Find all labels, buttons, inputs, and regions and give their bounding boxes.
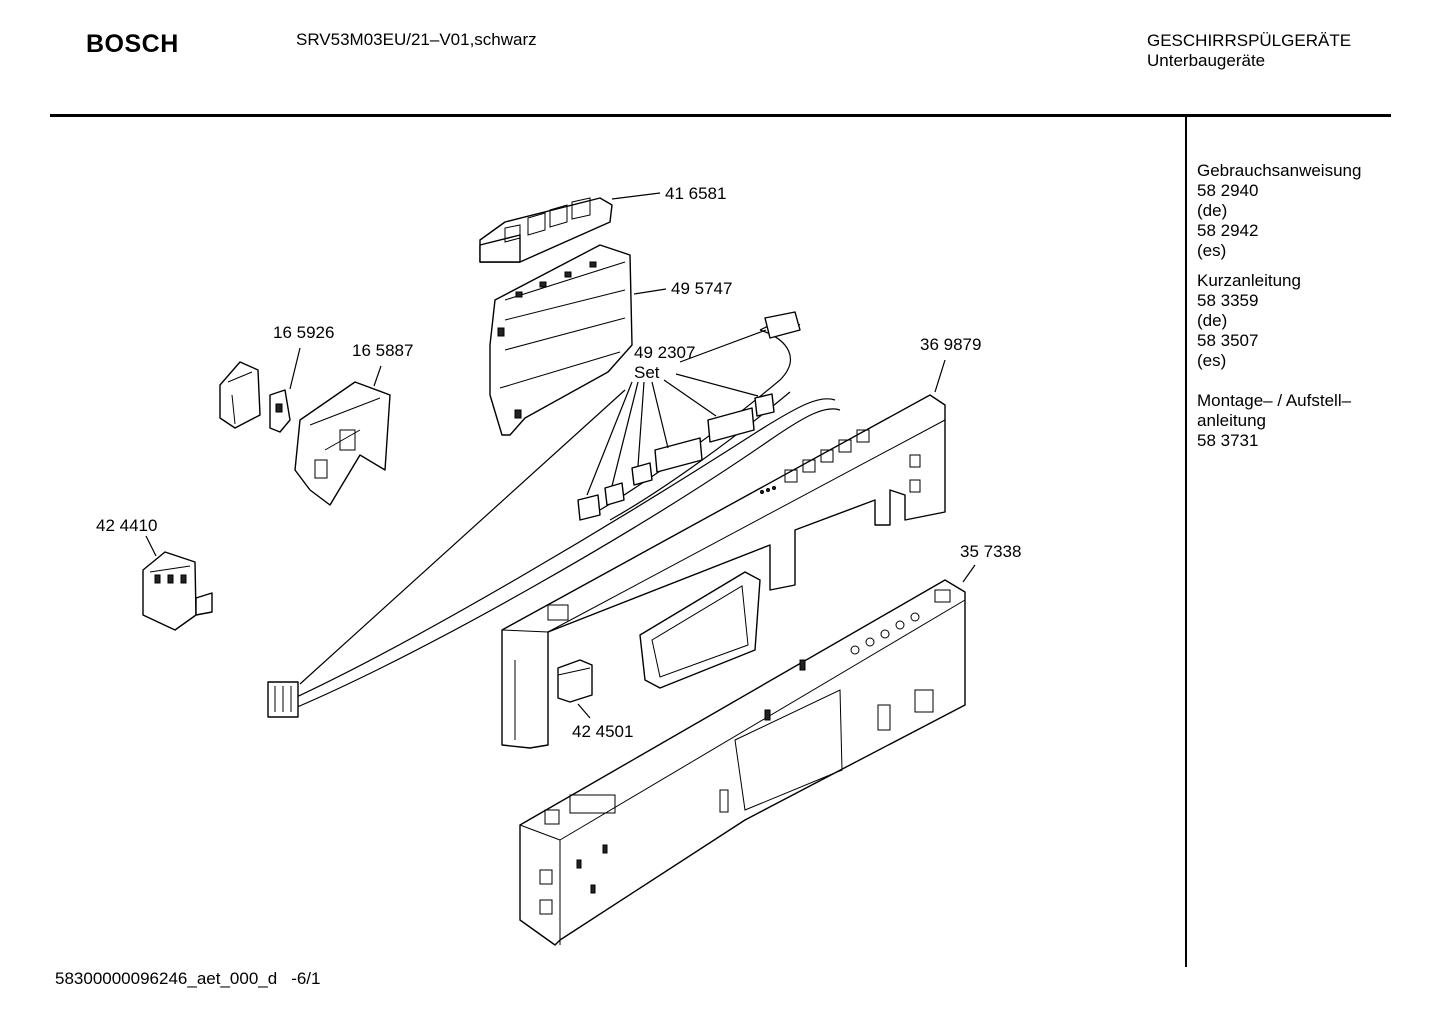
- label-424501: 42 4501: [572, 722, 633, 741]
- wiring-harness-part: [267, 311, 841, 718]
- installation-number: 58 3731: [1197, 431, 1259, 450]
- leader-set-4: [651, 381, 669, 449]
- installation-title-1: Montage– / Aufstell–: [1197, 391, 1352, 410]
- small-relay-part: [269, 389, 291, 433]
- brand-logo: BOSCH: [86, 30, 179, 58]
- leader-424501: [577, 703, 591, 719]
- handle-recess: [639, 571, 761, 689]
- light-guide-part: [557, 659, 593, 703]
- sidebar-divider: [1185, 117, 1187, 967]
- leader-416581: [611, 192, 661, 200]
- label-set: Set: [634, 363, 660, 382]
- manual-lang-de: (de): [1197, 201, 1228, 220]
- quick-guide-title: Kurzanleitung: [1197, 271, 1301, 290]
- label-165887: 16 5887: [352, 341, 413, 360]
- leader-165887: [373, 365, 382, 387]
- quick-guide-number-de: 58 3359: [1197, 291, 1259, 310]
- control-module-part: [489, 244, 633, 436]
- manual-lang-es: (es): [1197, 241, 1227, 260]
- quick-guide-group: Kurzanleitung 58 3359 (de) 58 3507 (es): [1197, 271, 1361, 371]
- installation-group: Montage– / Aufstell– anleitung 58 3731: [1197, 391, 1361, 451]
- control-panel-frame-part: [501, 394, 946, 749]
- label-495747: 49 5747: [671, 279, 732, 298]
- leader-495747: [633, 288, 667, 295]
- manual-number-de: 58 2940: [1197, 181, 1259, 200]
- switch-block-part: [142, 551, 213, 631]
- leader-165926: [289, 347, 301, 390]
- leader-357338: [962, 564, 976, 583]
- label-369879: 36 9879: [920, 335, 981, 354]
- bracket-part: [294, 381, 391, 506]
- label-165926: 16 5926: [273, 323, 334, 342]
- model-number: SRV53M03EU/21–V01,schwarz: [296, 30, 537, 49]
- leader-set-2: [611, 381, 639, 487]
- quick-guide-lang-es: (es): [1197, 351, 1227, 370]
- cover-cap-part: [219, 361, 261, 429]
- leader-424410: [145, 535, 157, 557]
- manual-group: Gebrauchsanweisung 58 2940 (de) 58 2942 …: [1197, 161, 1361, 261]
- footer: 58300000096246_aet_000_d -6/1: [55, 969, 320, 989]
- category-title: GESCHIRRSPÜLGERÄTE: [1147, 31, 1352, 50]
- quick-guide-number-es: 58 3507: [1197, 331, 1259, 350]
- leader-set-6: [675, 373, 759, 397]
- header-divider: [50, 114, 1391, 117]
- document-id: 58300000096246_aet_000_d: [55, 969, 278, 988]
- manual-title: Gebrauchsanweisung: [1197, 161, 1362, 180]
- leader-set-5: [663, 379, 717, 417]
- installation-title-2: anleitung: [1197, 411, 1267, 430]
- leader-set-7: [679, 329, 767, 363]
- label-357338: 35 7338: [960, 542, 1021, 561]
- label-424410: 42 4410: [96, 516, 157, 535]
- label-416581: 41 6581: [665, 184, 726, 203]
- manual-number-es: 58 2942: [1197, 221, 1259, 240]
- leader-369879: [934, 359, 946, 393]
- quick-guide-lang-de: (de): [1197, 311, 1228, 330]
- category-subtitle: Unterbaugeräte: [1147, 51, 1266, 70]
- document-references: Gebrauchsanweisung 58 2940 (de) 58 2942 …: [1197, 161, 1361, 461]
- label-492307: 49 2307: [634, 343, 695, 362]
- leader-set-1: [586, 381, 633, 496]
- leader-set-8: [299, 389, 626, 685]
- inner-panel-part: [519, 579, 966, 946]
- leader-set-3: [637, 381, 645, 467]
- button-strip-part: [479, 197, 613, 263]
- page-number: -6/1: [291, 969, 321, 988]
